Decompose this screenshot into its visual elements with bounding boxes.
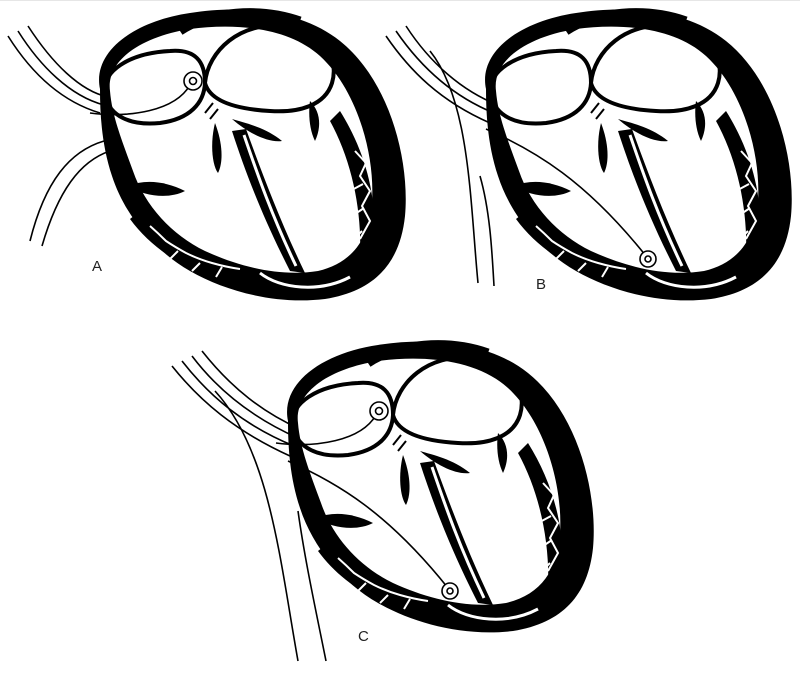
panel-b: B [386, 9, 792, 300]
panel-a: A [8, 9, 406, 300]
panel-c: C [172, 341, 594, 661]
panel-b-vein [386, 26, 498, 286]
panel-a-heart [99, 9, 406, 300]
panel-a-label: A [92, 258, 102, 275]
panel-b-heart [485, 9, 792, 300]
panel-c-heart [287, 341, 594, 632]
panel-c-label: C [358, 628, 369, 645]
panel-a-vein [8, 26, 110, 246]
panel-b-label: B [536, 276, 546, 293]
